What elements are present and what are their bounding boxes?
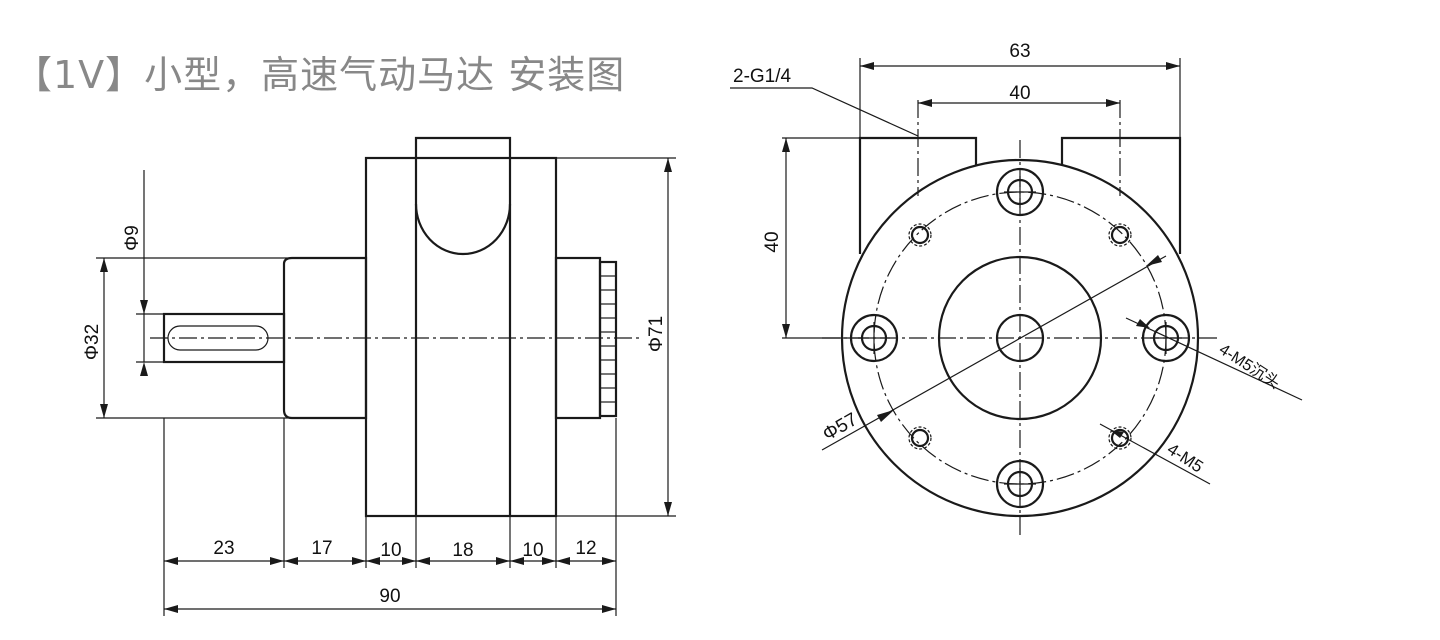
label-len-shaft: 23 bbox=[213, 538, 234, 559]
arrow bbox=[100, 258, 108, 272]
arrow bbox=[602, 605, 616, 613]
label-len-body-rear: 10 bbox=[522, 540, 543, 561]
label-height-ports: 40 bbox=[762, 231, 783, 252]
label-ports: 2-G1/4 bbox=[733, 66, 792, 87]
leader-counterbore bbox=[1125, 317, 1303, 401]
arrow bbox=[1106, 99, 1120, 107]
counterbore-hole bbox=[995, 459, 1045, 509]
drawing-title: 【1V】小型，高速气动马达 安装图 bbox=[14, 53, 626, 97]
threaded-hole bbox=[1108, 426, 1132, 450]
arrow bbox=[140, 300, 148, 314]
label-dia-body: Φ71 bbox=[646, 316, 667, 352]
counterbore-hole bbox=[995, 167, 1045, 217]
leader-ports bbox=[730, 87, 919, 137]
front-extension-lines bbox=[782, 58, 1181, 339]
arrow bbox=[100, 404, 108, 418]
front-view: 63 40 40 2-G1/4 Φ57 4-M5沉头 4-M5 bbox=[730, 41, 1303, 535]
label-len-boss: 17 bbox=[311, 538, 332, 559]
label-width-ports: 40 bbox=[1009, 83, 1030, 104]
label-dia-shaft: Φ9 bbox=[122, 225, 143, 251]
label-len-port: 18 bbox=[452, 540, 473, 561]
arrow bbox=[1146, 255, 1162, 266]
arrow bbox=[918, 99, 932, 107]
arrow bbox=[1166, 62, 1180, 70]
threaded-hole bbox=[908, 223, 932, 247]
arrow bbox=[782, 138, 790, 152]
arrow bbox=[664, 502, 672, 516]
arrow bbox=[877, 410, 894, 422]
label-counterbore-holes: 4-M5沉头 bbox=[1216, 340, 1283, 392]
arrow bbox=[1136, 319, 1150, 328]
threaded-hole bbox=[908, 426, 932, 450]
port-block-right bbox=[1060, 136, 1182, 254]
label-len-total: 90 bbox=[379, 586, 400, 607]
label-width-outer: 63 bbox=[1009, 41, 1030, 62]
arrow bbox=[140, 362, 148, 376]
arrow bbox=[782, 324, 790, 338]
threaded-hole bbox=[1108, 223, 1132, 247]
label-len-tail: 12 bbox=[575, 538, 596, 559]
air-port-arc bbox=[414, 203, 512, 256]
side-view: Φ32 Φ9 Φ71 23 17 10 18 10 12 90 bbox=[82, 136, 676, 616]
motor-body bbox=[364, 156, 558, 518]
arrow bbox=[1110, 430, 1124, 438]
arrow bbox=[860, 62, 874, 70]
knurl-lines bbox=[600, 275, 616, 403]
air-port-lug bbox=[414, 136, 512, 516]
label-dia-boss: Φ32 bbox=[82, 324, 103, 360]
label-len-body-front: 10 bbox=[380, 540, 401, 561]
chain-arrows bbox=[164, 557, 616, 565]
arrow bbox=[664, 158, 672, 172]
arrow bbox=[164, 605, 178, 613]
side-extension-lines bbox=[96, 157, 676, 616]
rear-knurl bbox=[598, 260, 618, 418]
counterbore-hole bbox=[1141, 313, 1191, 363]
